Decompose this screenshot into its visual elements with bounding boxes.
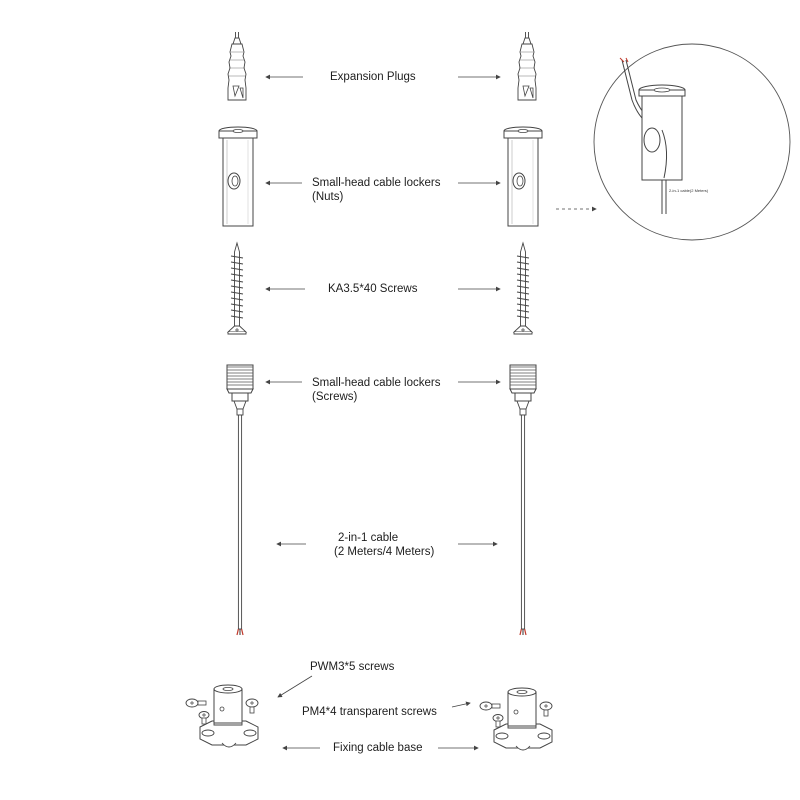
pointer-arrows <box>265 74 597 751</box>
label-screws-line1: Small-head cable lockers <box>312 377 441 389</box>
cable-locker-nut-left <box>218 126 258 227</box>
fixing-cable-base-left <box>185 684 259 748</box>
label-screws-line2: (Screws) <box>312 391 358 403</box>
expansion-plug-left <box>227 31 247 101</box>
installation-detail-inset <box>593 43 791 241</box>
label-pm-screws: PM4*4 transparent screws <box>302 706 437 718</box>
cable-locker-screw-left <box>226 364 254 636</box>
wood-screw-right <box>513 242 533 335</box>
label-cable-line2: (2 Meters/4 Meters) <box>334 546 435 558</box>
wood-screw-left <box>227 242 247 335</box>
label-fixing-base: Fixing cable base <box>333 742 423 754</box>
label-nuts-line2: (Nuts) <box>312 191 344 203</box>
label-pwm-screws: PWM3*5 screws <box>310 661 395 673</box>
cable-locker-nut-right <box>503 126 543 227</box>
label-expansion-plugs: Expansion Plugs <box>330 71 416 83</box>
expansion-plug-right <box>517 31 537 101</box>
label-nuts-line1: Small-head cable lockers <box>312 177 441 189</box>
inset-caption: 2-in-1 cable(2 Meters) <box>669 188 709 193</box>
label-ka-screws: KA3.5*40 Screws <box>328 283 418 295</box>
fixing-cable-base-right <box>479 687 553 751</box>
label-cable-line1: 2-in-1 cable <box>338 532 399 544</box>
cable-locker-screw-right <box>509 364 537 636</box>
